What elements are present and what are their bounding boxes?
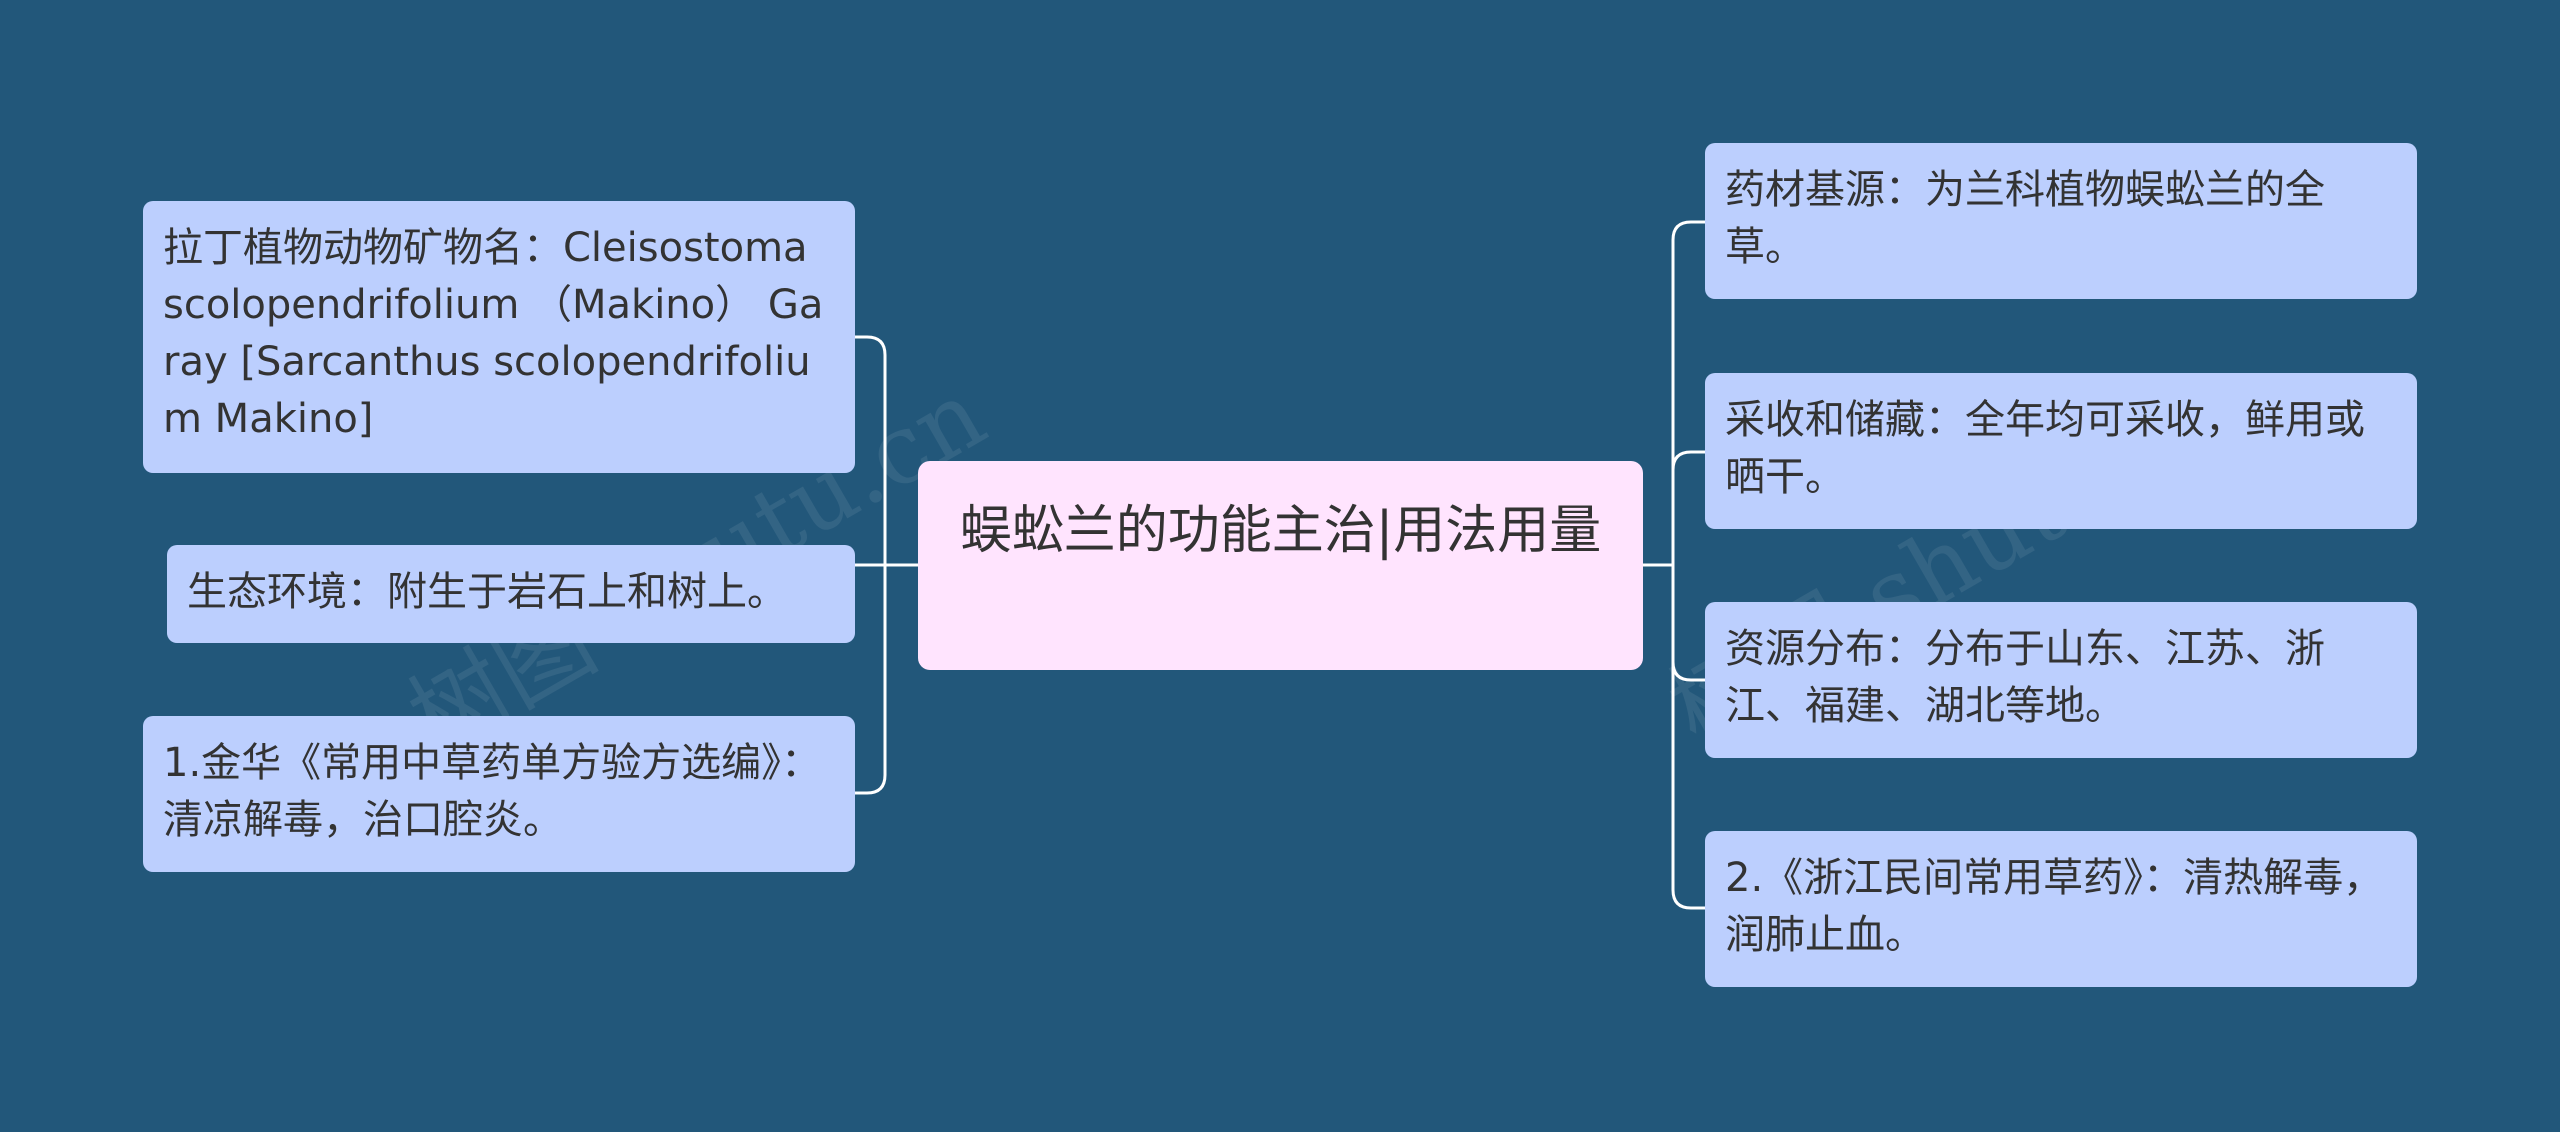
connector-right-distribution xyxy=(1671,563,1707,682)
node-habitat-text: 生态环境：附生于岩石上和树上。 xyxy=(187,569,787,615)
node-source[interactable]: 药材基源：为兰科植物蜈蚣兰的全草。 xyxy=(1705,143,2417,299)
node-zhejiang-ref[interactable]: 2.《浙江民间常用草药》：清热解毒，润肺止血。 xyxy=(1705,831,2417,987)
node-distribution[interactable]: 资源分布：分布于山东、江苏、浙江、福建、湖北等地。 xyxy=(1705,602,2417,758)
connector-right-source xyxy=(1671,220,1707,567)
node-harvest-text: 采收和储藏：全年均可采收，鲜用或晒干。 xyxy=(1725,397,2365,500)
node-harvest[interactable]: 采收和储藏：全年均可采收，鲜用或晒干。 xyxy=(1705,373,2417,529)
node-latin-name[interactable]: 拉丁植物动物矿物名：Cleisostoma scolopendrifolium … xyxy=(143,201,855,473)
node-jinhua-ref-text: 1.金华《常用中草药单方验方选编》：清凉解毒，治口腔炎。 xyxy=(163,740,822,843)
connector-right-harvest xyxy=(1671,450,1707,567)
node-source-text: 药材基源：为兰科植物蜈蚣兰的全草。 xyxy=(1725,167,2325,270)
connector-left-jinhua-ref xyxy=(853,563,887,795)
node-habitat[interactable]: 生态环境：附生于岩石上和树上。 xyxy=(167,545,855,643)
node-distribution-text: 资源分布：分布于山东、江苏、浙江、福建、湖北等地。 xyxy=(1725,626,2325,729)
node-zhejiang-ref-text: 2.《浙江民间常用草药》：清热解毒，润肺止血。 xyxy=(1725,855,2384,958)
node-latin-name-text: 拉丁植物动物矿物名：Cleisostoma scolopendrifolium … xyxy=(163,225,824,442)
connector-left-latin-name xyxy=(853,335,887,567)
connector-right-zhejiang-ref xyxy=(1671,563,1707,910)
central-topic[interactable]: 蜈蚣兰的功能主治|用法用量 xyxy=(918,461,1643,670)
central-topic-label: 蜈蚣兰的功能主治|用法用量 xyxy=(959,501,1602,561)
node-jinhua-ref[interactable]: 1.金华《常用中草药单方验方选编》：清凉解毒，治口腔炎。 xyxy=(143,716,855,872)
